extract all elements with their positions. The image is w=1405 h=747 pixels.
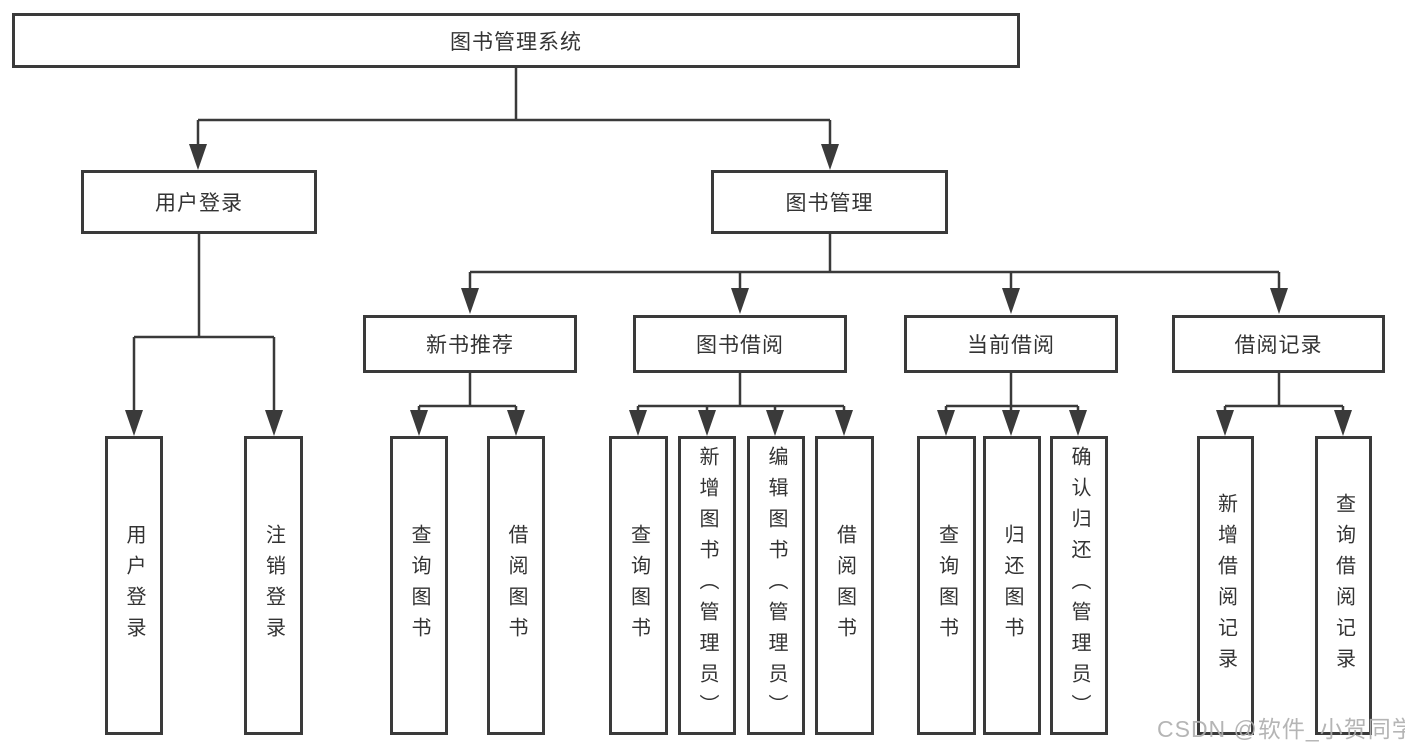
node-label: 用户登录 — [155, 192, 243, 215]
node-current-borrowing: 当前借阅 — [904, 315, 1118, 373]
node-label: 借阅记录 — [1234, 334, 1323, 357]
node-label: 借阅图书 — [833, 523, 856, 648]
node-label: 归还图书 — [1001, 523, 1023, 648]
node-label: 图书借阅 — [696, 334, 784, 357]
leaf-user-login: 用户登录 — [105, 436, 163, 735]
leaf-query-borrow-record: 查询借阅记录 — [1315, 436, 1372, 735]
arrowhead-icons — [125, 144, 1352, 436]
leaf-query-books-borrowing: 查询图书 — [609, 436, 668, 735]
leaf-edit-book-admin: 编辑图书（管理员） — [747, 436, 805, 735]
leaf-add-book-admin: 新增图书（管理员） — [678, 436, 736, 735]
node-label: 注销登录 — [262, 523, 285, 648]
node-book-management: 图书管理 — [711, 170, 948, 234]
node-user-login: 用户登录 — [81, 170, 317, 234]
node-label: 新书推荐 — [426, 334, 514, 357]
leaf-add-borrow-record: 新增借阅记录 — [1197, 436, 1254, 735]
node-label: 确认归还（管理员） — [1068, 446, 1090, 725]
leaf-borrow-books-recommendation: 借阅图书 — [487, 436, 545, 735]
node-label: 图书管理 — [785, 192, 874, 215]
node-label: 查询图书 — [408, 523, 430, 648]
node-label: 当前借阅 — [967, 334, 1055, 357]
node-label: 用户登录 — [123, 523, 145, 648]
leaf-confirm-return-admin: 确认归还（管理员） — [1050, 436, 1108, 735]
node-label: 查询图书 — [627, 523, 650, 648]
node-borrow-records: 借阅记录 — [1172, 315, 1385, 373]
node-label: 查询借阅记录 — [1332, 492, 1355, 679]
csdn-watermark: CSDN @软件_小贺同学 — [1157, 716, 1405, 742]
node-label: 编辑图书（管理员） — [765, 446, 787, 725]
node-label: 新增借阅记录 — [1214, 492, 1237, 679]
node-label: 图书管理系统 — [450, 30, 582, 54]
node-label: 借阅图书 — [505, 523, 527, 648]
node-book-borrowing: 图书借阅 — [633, 315, 847, 373]
node-label: 查询图书 — [935, 523, 958, 648]
leaf-logout: 注销登录 — [244, 436, 303, 735]
leaf-query-books-current: 查询图书 — [917, 436, 976, 735]
node-label: 新增图书（管理员） — [696, 446, 718, 725]
leaf-borrow-books-borrowing: 借阅图书 — [815, 436, 874, 735]
node-new-book-recommendation: 新书推荐 — [363, 315, 577, 373]
node-library-management-system: 图书管理系统 — [12, 13, 1020, 68]
leaf-query-books-recommendation: 查询图书 — [390, 436, 448, 735]
leaf-return-book: 归还图书 — [983, 436, 1041, 735]
